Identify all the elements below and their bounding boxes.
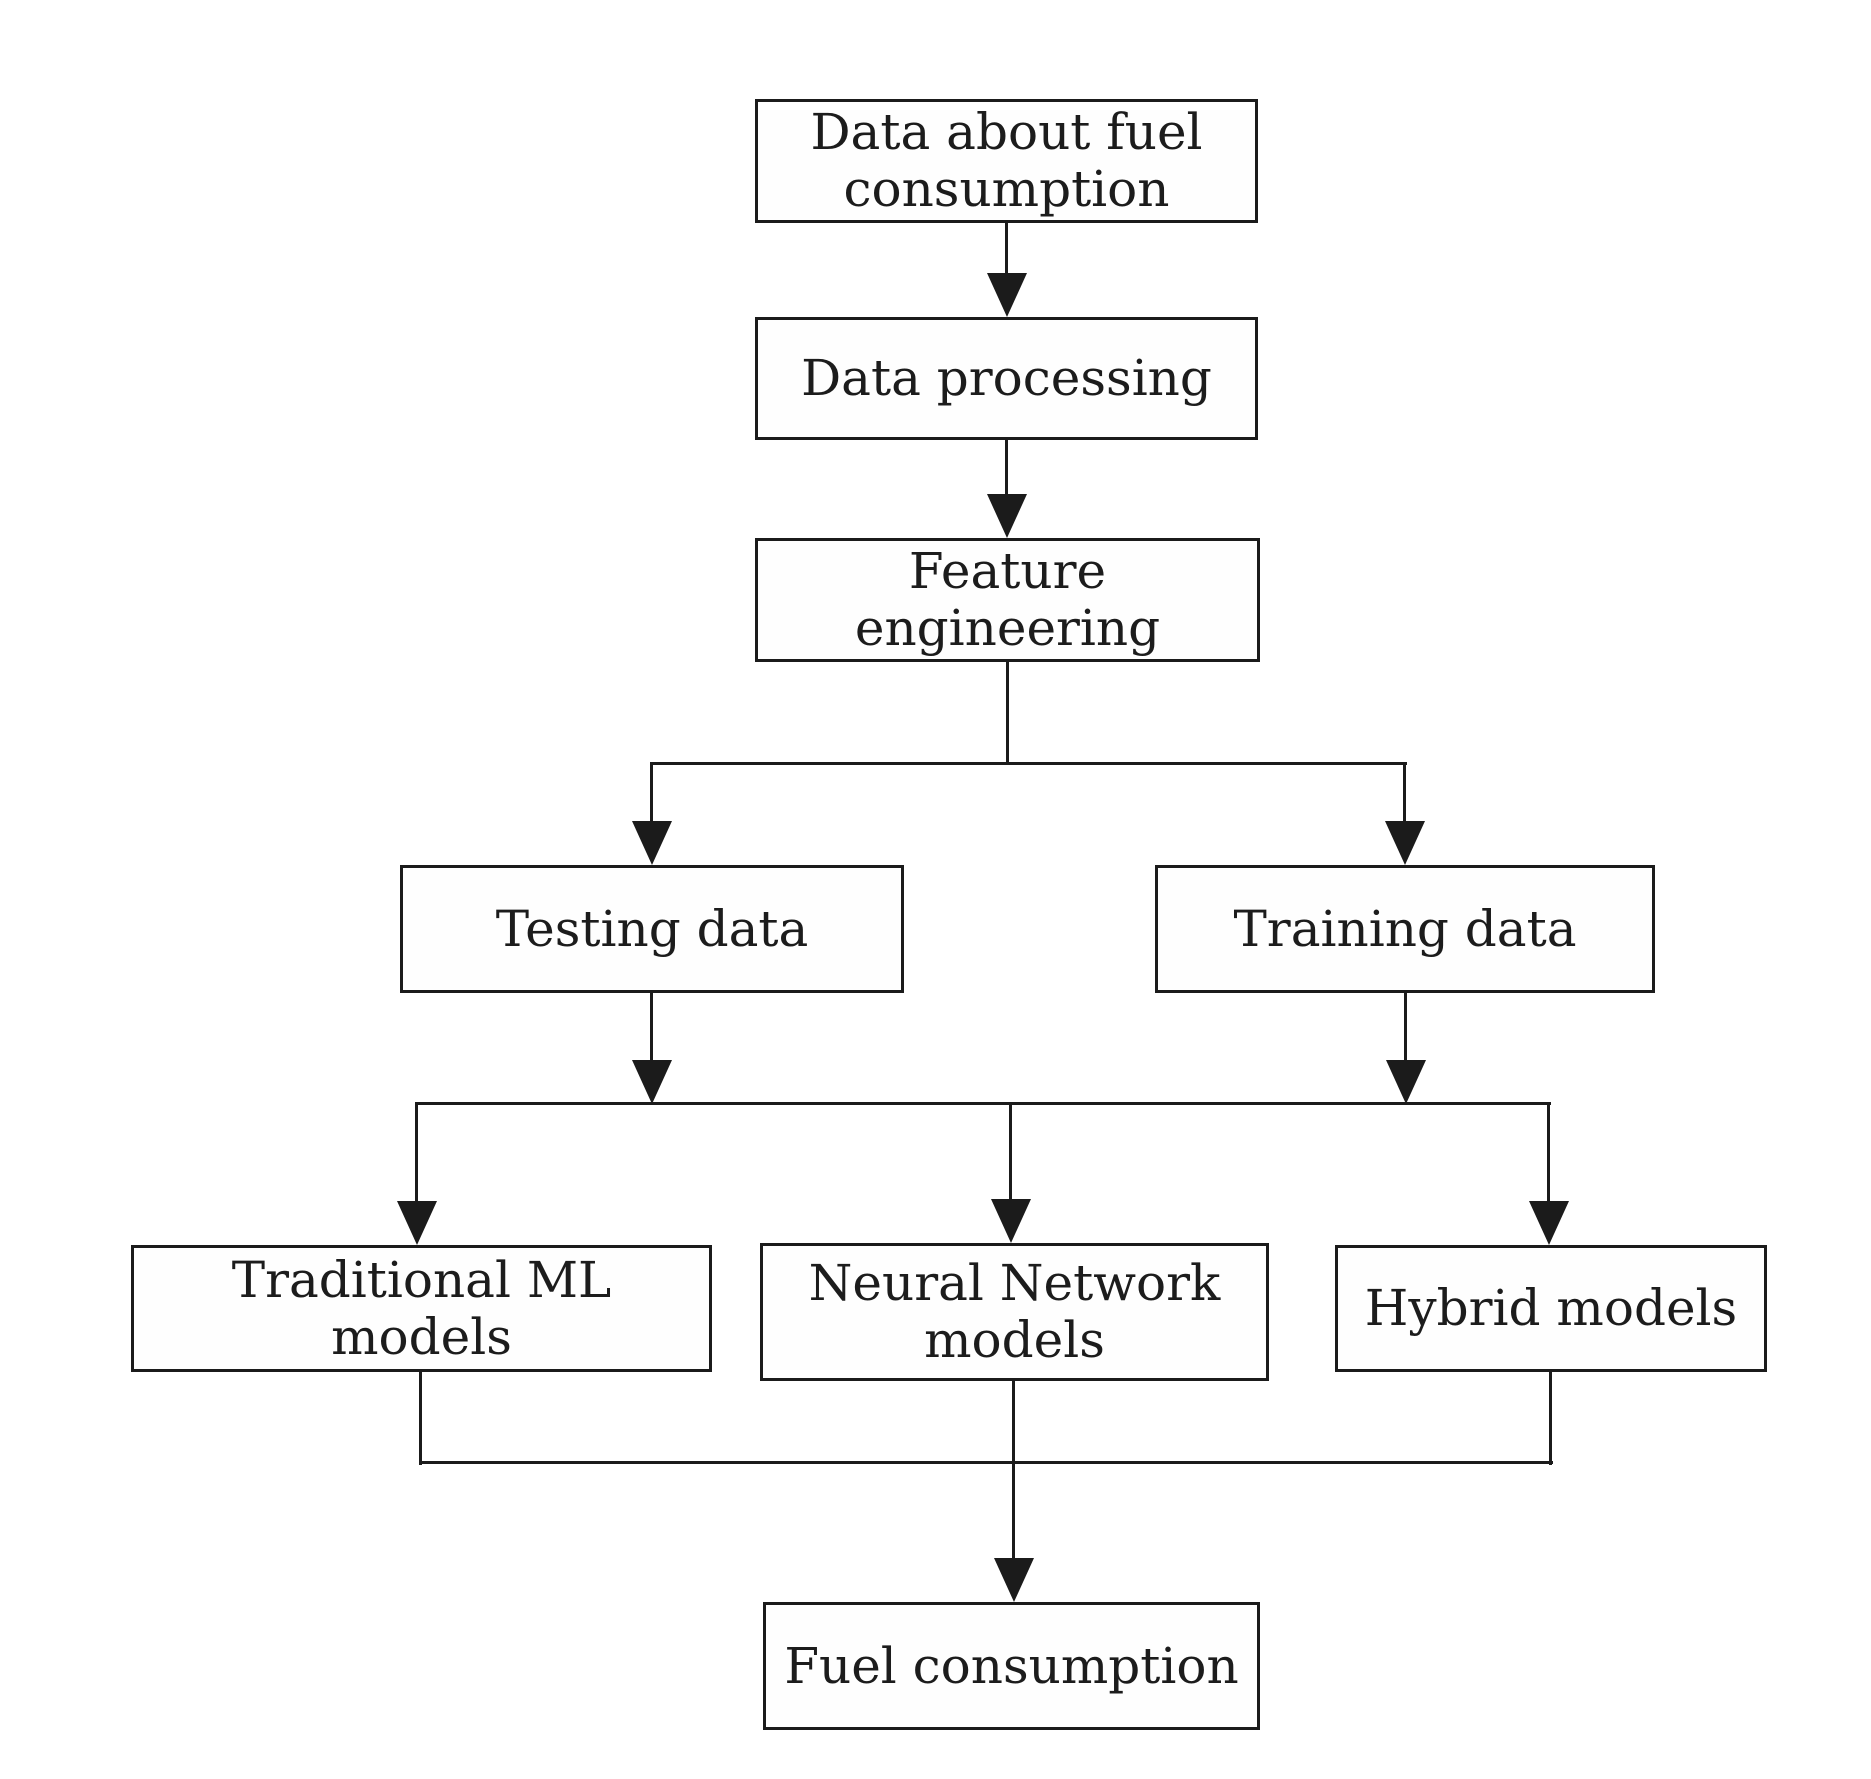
distribution-line [415,1102,1551,1105]
node-training-data: Training data [1155,865,1655,993]
connector-line [1009,1102,1012,1201]
node-testing-data: Testing data [400,865,904,993]
node-label: Data about fuel consumption [810,103,1203,218]
node-label: Neural Network models [808,1254,1221,1369]
connector-line [1005,223,1008,280]
node-label: Hybrid models [1364,1279,1738,1337]
node-label: Training data [1233,899,1577,958]
arrowhead-down [994,1558,1034,1602]
arrowhead-down [1385,821,1425,865]
connector-line [1006,662,1009,765]
connector-line [1403,762,1406,823]
connector-line [1005,440,1008,500]
node-label: Data processing [801,349,1212,407]
connector-line [415,1102,418,1203]
node-neural-network-models: Neural Network models [760,1243,1269,1381]
split-bracket-line [650,762,1407,765]
connector-line [1549,1372,1552,1465]
connector-line [1404,993,1407,1062]
connector-line [1012,1381,1015,1560]
arrowhead-down [987,273,1027,317]
arrowhead-down [991,1199,1031,1243]
connector-line [650,762,653,823]
arrowhead-down [1529,1201,1569,1245]
arrowhead-down [1386,1060,1426,1104]
arrowhead-down [632,821,672,865]
merge-line [419,1461,1553,1464]
node-label: Traditional ML models [231,1250,612,1366]
node-feature-engineering: Feature engineering [755,538,1260,662]
node-hybrid-models: Hybrid models [1335,1245,1767,1372]
connector-line [419,1372,422,1465]
arrowhead-down [397,1201,437,1245]
node-fuel-consumption: Fuel consumption [763,1602,1260,1730]
arrowhead-down [632,1060,672,1104]
node-data-about-fuel-consumption: Data about fuel consumption [755,99,1258,223]
arrowhead-down [987,494,1027,538]
connector-line [650,993,653,1062]
node-data-processing: Data processing [755,317,1258,440]
connector-line [1547,1102,1550,1203]
node-label: Feature engineering [854,542,1161,657]
node-label: Testing data [495,899,809,958]
node-traditional-ml-models: Traditional ML models [131,1245,712,1372]
node-label: Fuel consumption [784,1636,1239,1695]
